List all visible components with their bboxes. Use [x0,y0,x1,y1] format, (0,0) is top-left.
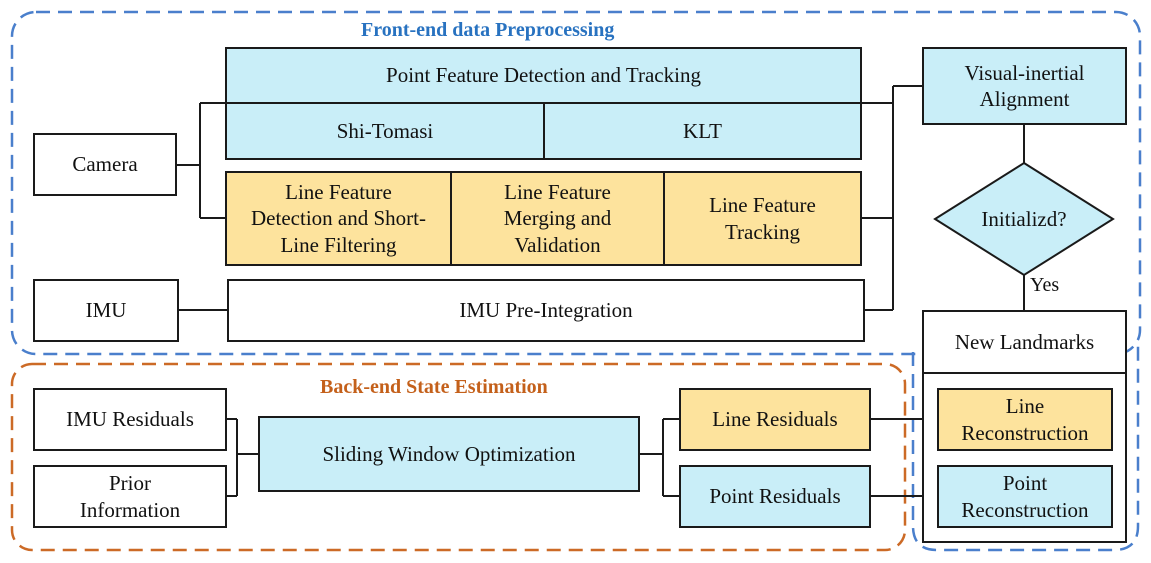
backend-group-border [10,362,907,552]
shi-tomasi-node: Shi-Tomasi [225,102,545,160]
new-landmarks-header: New Landmarks [924,312,1125,374]
initialized-label: Initializd? [981,206,1067,231]
initialized-diamond [933,161,1115,277]
backend-group-title: Back-end State Estimation [308,376,560,399]
imu-residuals-node: IMU Residuals [33,388,227,451]
line-residuals-node: Line Residuals [679,388,871,451]
line-feature-merging-node: Line Feature Merging and Validation [450,171,665,266]
point-feature-detection-node: Point Feature Detection and Tracking [225,47,862,104]
yes-edge-label: Yes [1030,274,1060,296]
imu-node: IMU [33,279,179,342]
line-reconstruction-node: Line Reconstruction [937,388,1113,451]
prior-information-node: Prior Information [33,465,227,528]
frontend-group-border [10,10,1142,356]
frontend-group-extension-border [911,342,1140,552]
imu-preintegration-node: IMU Pre-Integration [227,279,865,342]
line-feature-detection-node: Line Feature Detection and Short- Line F… [225,171,452,266]
point-reconstruction-node: Point Reconstruction [937,465,1113,528]
frontend-group-title: Front-end data Preprocessing [349,19,627,42]
visual-inertial-alignment-node: Visual-inertial Alignment [922,47,1127,125]
klt-node: KLT [543,102,862,160]
point-residuals-node: Point Residuals [679,465,871,528]
camera-node: Camera [33,133,177,196]
line-feature-tracking-node: Line Feature Tracking [663,171,862,266]
sliding-window-optimization-node: Sliding Window Optimization [258,416,640,492]
